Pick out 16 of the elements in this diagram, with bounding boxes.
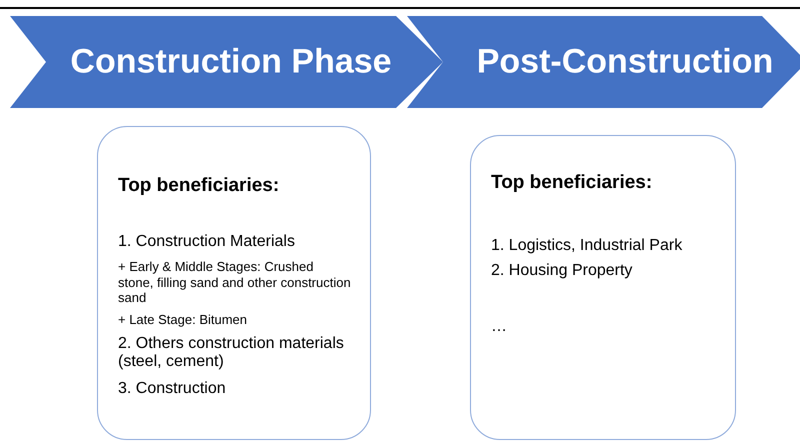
sub-item: + Late Stage: Bitumen	[118, 312, 248, 328]
banner-title: Post-Construction	[476, 42, 774, 82]
heading: Top beneficiaries:	[118, 176, 280, 196]
list-item: 2. Others construction materials (steel, cement)	[118, 335, 345, 371]
list-item: 1. Logistics, Industrial Park	[491, 236, 684, 256]
chevron-banner	[10, 16, 443, 108]
list-item: …	[491, 317, 508, 337]
list-item: 1. Construction Materials	[118, 232, 296, 252]
list-item: 3. Construction	[118, 379, 227, 399]
list-item: 2. Housing Property	[491, 261, 634, 281]
chevron-banner	[407, 16, 800, 108]
heading: Top beneficiaries:	[491, 173, 654, 193]
rounded-card	[97, 126, 371, 440]
banner-title: Construction Phase	[70, 42, 392, 82]
rounded-card	[470, 135, 736, 440]
sub-item: + Early & Middle Stages: Crushed stone, filling sand and other construction sand	[118, 259, 352, 306]
